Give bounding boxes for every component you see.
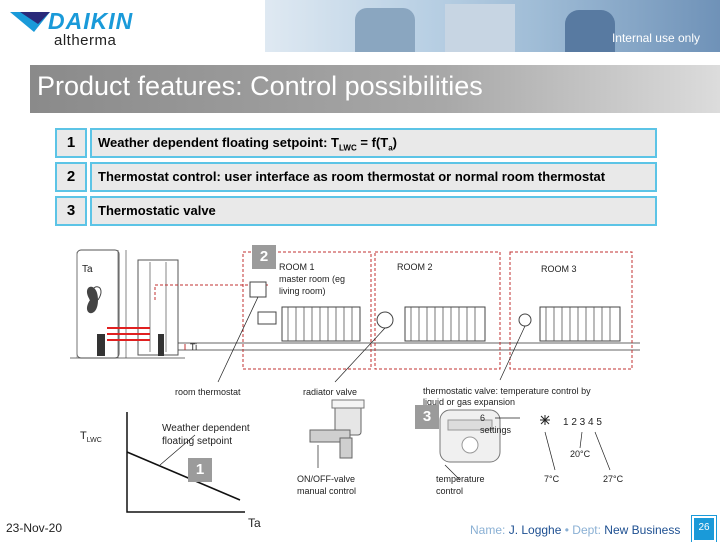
room-2-label: ROOM 2 <box>397 262 433 272</box>
fan-blade-icon <box>86 286 98 314</box>
feature-1-mid: = f(T <box>356 135 389 150</box>
callout-2: 2 <box>252 245 276 269</box>
feature-1-sub-lwc: LWC <box>338 143 357 153</box>
radiator-2-icon <box>404 306 486 342</box>
weather-curve-axes <box>126 412 245 513</box>
feature-number-2: 2 <box>55 162 87 192</box>
room-1-label: ROOM 1 <box>279 262 315 272</box>
feature-1-sub-a: a <box>388 143 393 153</box>
daikin-logo: DAIKIN altherma <box>8 8 178 52</box>
room-3-label: ROOM 3 <box>541 264 577 274</box>
feature-row-2: Thermostat control: user interface as ro… <box>90 162 657 192</box>
thermostatic-head-icon <box>439 409 501 463</box>
page-number: 26 <box>691 515 717 542</box>
temp-7c: 7°C <box>544 474 560 484</box>
ta-label: Ta <box>82 264 93 275</box>
internal-use-label: Internal use only <box>611 31 700 45</box>
footer-name: J. Logghe <box>508 523 562 537</box>
dial-numbers: 1 2 3 4 5 <box>563 417 602 428</box>
temp-27c: 27°C <box>603 474 624 484</box>
radiator-valve-label: radiator valve <box>303 387 358 397</box>
ta-axis-label: Ta <box>248 516 261 530</box>
footer-name-prefix: Name: <box>470 523 509 537</box>
room-thermostat-label: room thermostat <box>175 387 241 397</box>
tlwc-main: T <box>80 430 87 442</box>
callout-1: 1 <box>188 458 212 482</box>
feature-row-1: Weather dependent floating setpoint: TLW… <box>90 128 657 158</box>
footer-separator: • Dept: <box>561 523 605 537</box>
feature-number-3: 3 <box>55 196 87 226</box>
onoff-valve-line1: ON/OFF-valve <box>297 474 356 484</box>
tlwc-sub: LWC <box>86 437 102 445</box>
feature-1-suffix: ) <box>392 135 397 150</box>
brand-name: DAIKIN <box>48 8 134 34</box>
temperature-control-line1: temperature <box>436 474 485 484</box>
radiator-valve-icon <box>309 399 365 459</box>
temp-20c: 20°C <box>570 449 591 459</box>
tlwc-axis-label: TLWC <box>80 430 102 444</box>
daikin-triangle-icon <box>10 12 50 32</box>
radiator-3-icon <box>539 306 621 342</box>
feature-row-3: Thermostatic valve <box>90 196 657 226</box>
settings-six: 6 <box>480 413 486 423</box>
thermostatic-desc-line1: thermostatic valve: temperature control … <box>423 386 591 396</box>
onoff-valve-line2: manual control <box>297 486 357 496</box>
page-title: Product features: Control possibilities <box>37 71 483 101</box>
footer-dept: New Business <box>604 523 681 537</box>
feature-number-1: 1 <box>55 128 87 158</box>
settings-label: settings <box>480 425 512 435</box>
header-photo <box>265 0 720 52</box>
room-3-outline <box>509 251 633 370</box>
room-1-desc-line2: living room) <box>279 286 326 296</box>
weather-curve-line <box>126 451 241 501</box>
room-thermostat-icon <box>249 281 267 298</box>
callout-3: 3 <box>415 405 439 429</box>
radiator-1-icon <box>281 306 361 342</box>
footer-author: Name: J. Logghe • Dept: New Business <box>470 523 680 537</box>
room-2-outline <box>374 251 501 370</box>
product-name: altherma <box>54 32 117 49</box>
feature-1-text: Weather dependent floating setpoint: T <box>98 135 339 150</box>
ti-label: Ti <box>190 342 198 352</box>
temperature-control-line2: control <box>436 486 464 496</box>
footer-date: 23-Nov-20 <box>6 521 63 535</box>
title-bar <box>30 65 720 113</box>
thermostatic-desc-line2: liquid or gas expansion <box>423 397 516 407</box>
weather-dependent-line1: Weather dependent <box>162 423 250 434</box>
weather-dependent-line2: floating setpoint <box>162 436 233 447</box>
room-1-outline <box>242 251 372 370</box>
room-1-desc-line1: master room (eg <box>279 274 346 284</box>
